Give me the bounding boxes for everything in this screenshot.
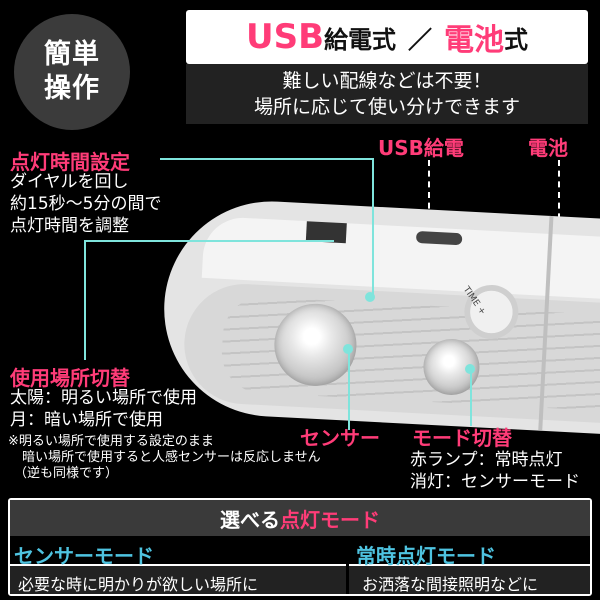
timer-leader [160,158,372,160]
modes-title: 選べる 点灯モード [10,500,590,536]
header-subtitle: 難しい配線などは不要！ 場所に応じて使い分けできます [186,64,588,124]
modes-panel [8,498,592,596]
timer-leader-v [372,158,374,298]
place-switch-title: 使用場所切替 [10,366,130,390]
modes-title-highlight: 点灯モード [280,507,380,532]
always-mode-name: 常時点灯モード [356,544,496,568]
badge-line2: 操作 [44,73,100,104]
timer-setting-title: 点灯時間設定 [10,150,130,174]
sensor-leader [348,350,350,430]
place-desc-2: 月：暗い場所で使用 [10,410,163,430]
mode-leader [470,370,472,426]
kyuden-text: 給電式 [324,25,396,54]
place-desc-1: 太陽：明るい場所で使用 [10,388,197,408]
mode-switch-title: モード切替 [412,426,512,450]
usb-text: USB [245,17,324,57]
usb-port [415,230,463,246]
place-note-2: 暗い場所で使用すると人感センサーは反応しません [22,450,321,465]
modes-divider [346,538,349,594]
place-note-3: （逆も同様です） [14,466,119,481]
usb-power-label: USB給電 [378,136,464,160]
header-sub-line2: 場所に応じて使い分けできます [253,96,520,118]
shiki-text: 式 [504,25,528,54]
battery-callout-line [558,160,560,230]
header-sub-line1: 難しい配線などは不要！ [282,70,492,92]
modes-title-pre: 選べる [220,507,280,532]
badge-line1: 簡単 [44,39,100,70]
battery-label: 電池 [528,136,568,160]
motion-sensor-light-device: TIME + [158,196,600,441]
sensor-leader-dot [343,344,353,354]
denchi-text: 電池 [444,23,504,58]
power-type-header: USB 給電式 ／ 電池 式 [186,10,588,64]
place-note-1: ※明るい場所で使用する設定のまま [8,434,214,449]
always-mode-desc: お洒落な間接照明などに [362,575,539,594]
timer-desc-1: ダイヤルを回し [10,172,129,192]
timer-desc-3: 点灯時間を調整 [10,216,129,236]
sensor-mode-desc: 必要な時に明かりが欲しい場所に [18,575,259,594]
device-body [158,196,600,441]
sensor-mode-desc-bg [10,566,346,594]
mode-desc-1: 赤ランプ：常時点灯 [410,450,563,470]
sensor-mode-name: センサーモード [14,544,154,568]
timer-leader-dot [365,292,375,302]
usb-callout-line [428,160,430,230]
sensor-mode-header-bg [10,538,346,564]
always-mode-desc-bg [349,566,590,594]
timer-desc-2: 約15秒〜5分の間で [10,194,162,214]
place-leader-v [84,240,86,360]
always-mode-header-bg [349,538,590,564]
sensor-label: センサー [300,426,380,450]
place-leader [84,240,334,242]
easy-operation-badge: 簡単 操作 [14,14,130,130]
mode-desc-2: 消灯：センサーモード [410,472,580,492]
mode-leader-dot [465,364,475,374]
slash-text: ／ [408,25,432,54]
